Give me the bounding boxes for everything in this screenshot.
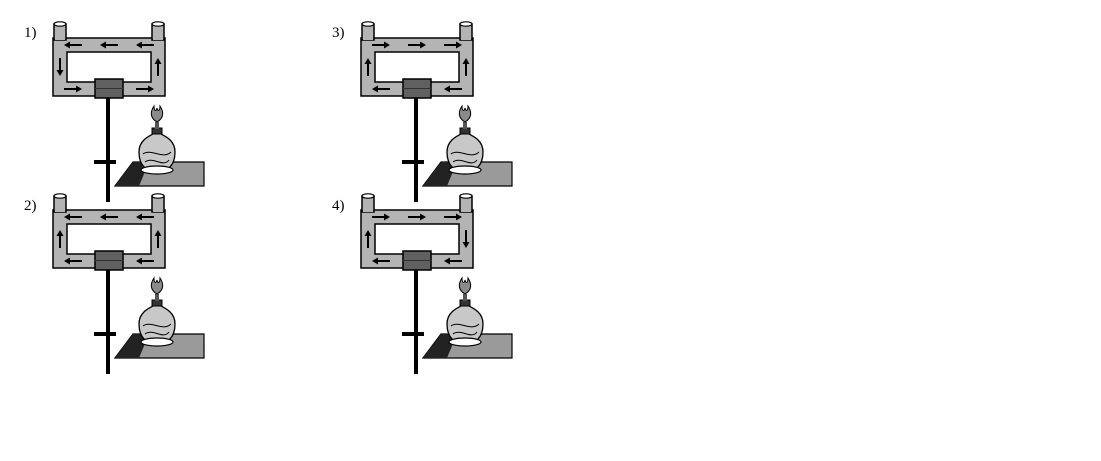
lamp-wick: [155, 122, 159, 129]
spirit-lamp: [446, 294, 484, 347]
lamp-base: [448, 337, 482, 347]
convection-apparatus-diagram: [360, 193, 513, 374]
apparatus: [360, 21, 513, 202]
stand-clamp: [94, 332, 116, 336]
top-flow-arrow: [444, 41, 462, 49]
right-riser-opening: [459, 193, 473, 199]
flame-icon: [150, 276, 164, 295]
top-flow-arrow: [64, 213, 82, 221]
right-flow-arrow: [462, 58, 470, 76]
lamp-base: [140, 337, 174, 347]
right-flow-arrow: [154, 230, 162, 248]
stand-rod: [106, 98, 110, 202]
option-label: 3): [332, 25, 345, 41]
left-riser-opening: [53, 193, 67, 199]
top-flow-arrow: [372, 41, 390, 49]
option-label: 1): [24, 25, 37, 41]
right-flow-arrow: [154, 58, 162, 76]
spirit-lamp: [446, 122, 484, 175]
right-riser-opening: [151, 193, 165, 199]
convection-apparatus-diagram: [360, 21, 513, 202]
bottom-flow-arrow: [136, 85, 154, 93]
left-flow-arrow: [364, 58, 372, 76]
top-flow-arrow: [64, 41, 82, 49]
stand-clamp: [402, 332, 424, 336]
stand-clamp: [94, 160, 116, 164]
left-flow-arrow: [56, 230, 64, 248]
right-riser-opening: [151, 21, 165, 27]
left-riser-opening: [361, 21, 375, 27]
spirit-lamp: [138, 294, 176, 347]
top-flow-arrow: [100, 41, 118, 49]
top-flow-arrow: [136, 41, 154, 49]
stand-rod: [414, 98, 418, 202]
lamp-wick: [155, 294, 159, 301]
convection-apparatus-diagram: [52, 193, 205, 374]
stand-rod: [414, 270, 418, 374]
bottom-flow-arrow: [444, 257, 462, 265]
right-flow-arrow: [462, 230, 470, 248]
bottom-flow-arrow: [136, 257, 154, 265]
lamp-wick: [463, 122, 467, 129]
convection-apparatus-diagram: [52, 21, 205, 202]
top-flow-arrow: [408, 41, 426, 49]
bottom-flow-arrow: [64, 85, 82, 93]
lamp-base: [448, 165, 482, 175]
left-flow-arrow: [56, 58, 64, 76]
flame-icon: [150, 104, 164, 123]
bottom-flow-arrow: [372, 257, 390, 265]
apparatus: [52, 193, 205, 374]
stand-rod: [106, 270, 110, 374]
bottom-flow-arrow: [444, 85, 462, 93]
top-flow-arrow: [372, 213, 390, 221]
spirit-lamp: [138, 122, 176, 175]
option-label: 2): [24, 198, 37, 214]
lamp-wick: [463, 294, 467, 301]
option-2: 2): [24, 182, 224, 374]
option-3: 3): [332, 10, 532, 202]
lamp-base: [140, 165, 174, 175]
stand-clamp: [402, 160, 424, 164]
option-4: 4): [332, 182, 532, 374]
flame-icon: [458, 104, 472, 123]
top-flow-arrow: [100, 213, 118, 221]
top-flow-arrow: [408, 213, 426, 221]
option-1: 1): [24, 10, 224, 202]
right-riser-opening: [459, 21, 473, 27]
bottom-flow-arrow: [64, 257, 82, 265]
apparatus: [52, 21, 205, 202]
top-flow-arrow: [444, 213, 462, 221]
flame-icon: [458, 276, 472, 295]
bottom-flow-arrow: [372, 85, 390, 93]
left-riser-opening: [53, 21, 67, 27]
left-flow-arrow: [364, 230, 372, 248]
option-label: 4): [332, 198, 345, 214]
top-flow-arrow: [136, 213, 154, 221]
apparatus: [360, 193, 513, 374]
left-riser-opening: [361, 193, 375, 199]
